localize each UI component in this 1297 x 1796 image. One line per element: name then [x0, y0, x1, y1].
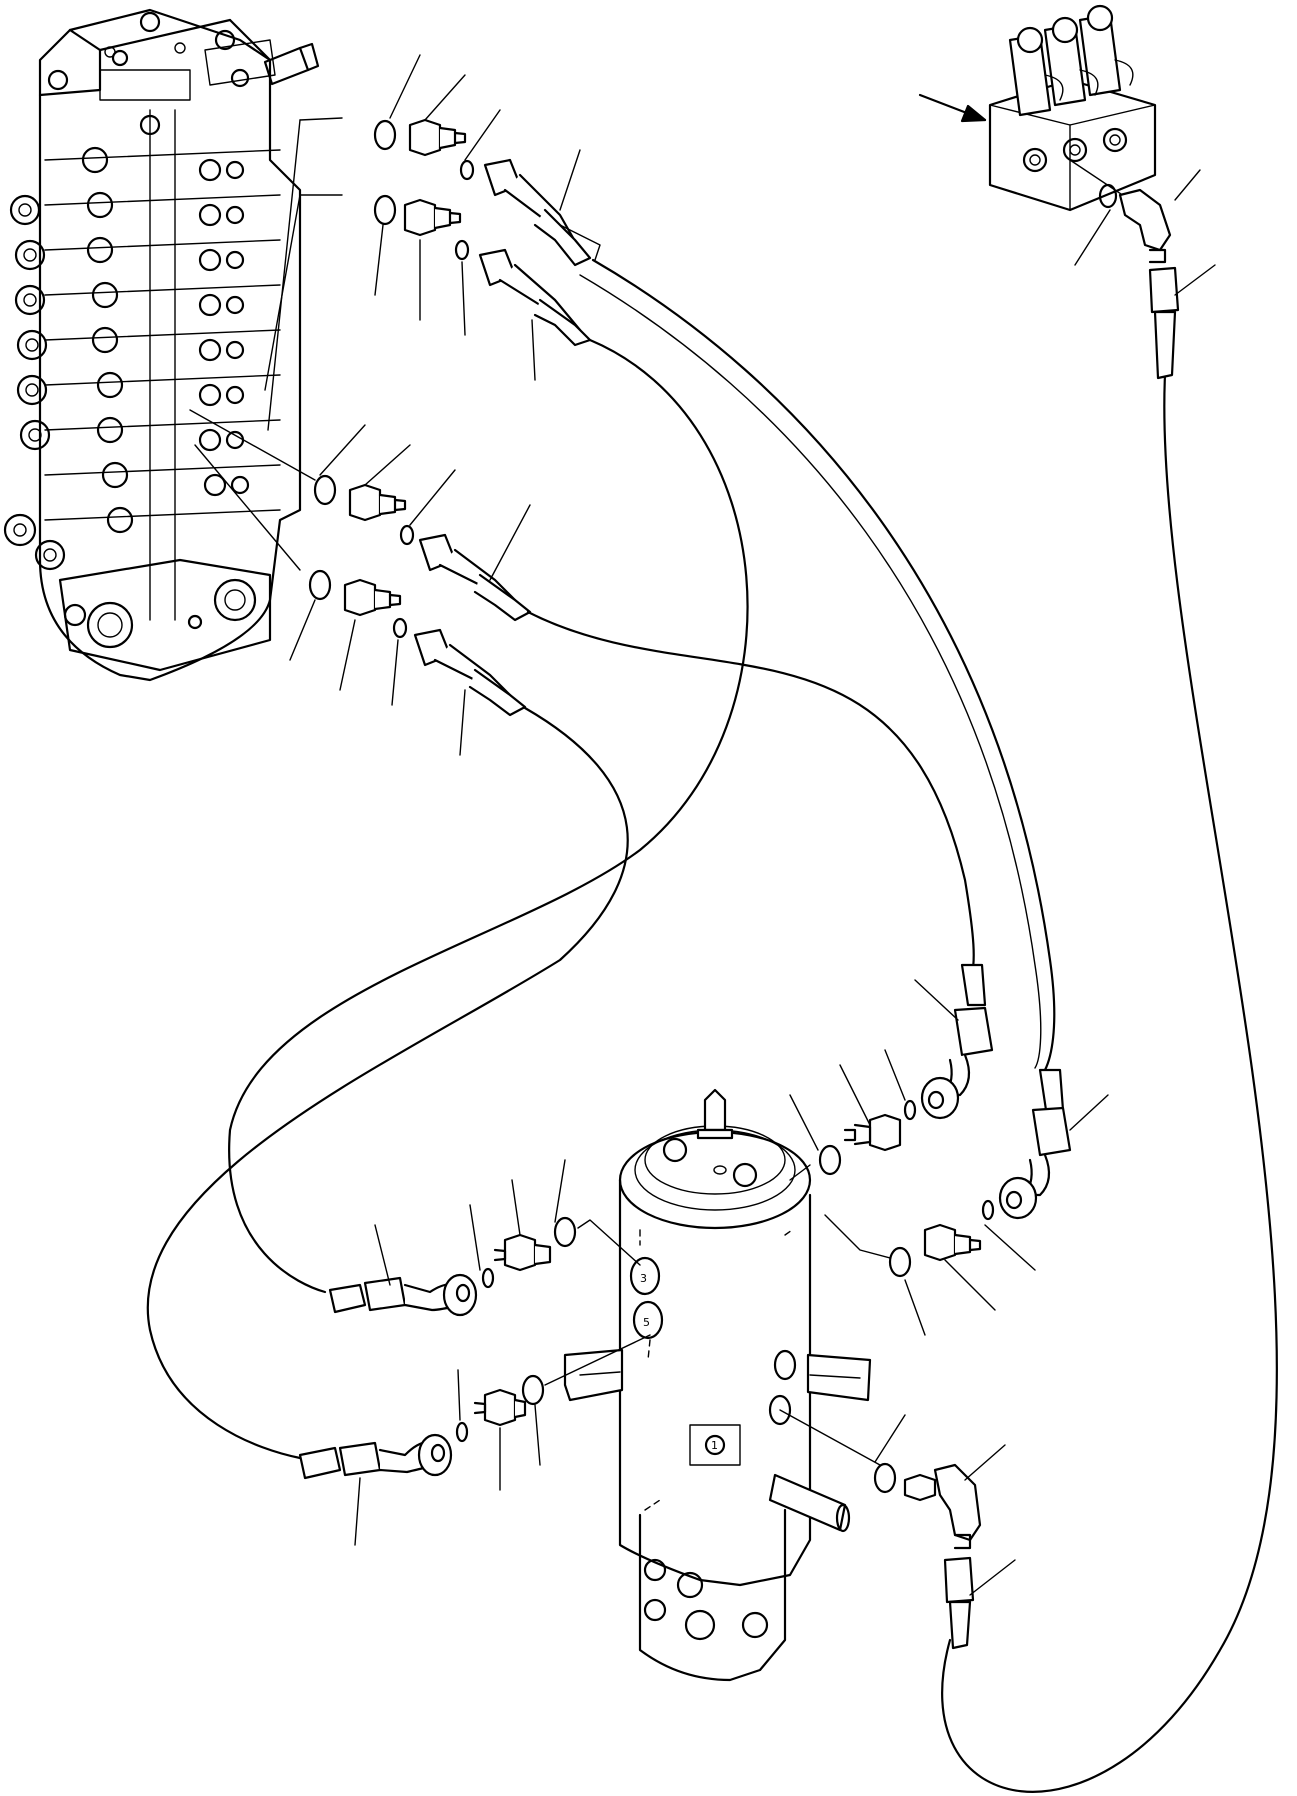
fitting-group-4 [308, 569, 527, 717]
hose-fitting [328, 1273, 478, 1317]
adapter [493, 1233, 552, 1272]
hose-a-edge [579, 274, 1042, 1069]
swivel-port-3 [629, 1256, 661, 1296]
adapter [408, 118, 467, 157]
swivel-joint: 3 5 1 [563, 1088, 872, 1682]
fitting-leaders-upper [289, 54, 581, 756]
valve-end-cover [58, 558, 272, 672]
o-ring [455, 1421, 469, 1443]
port-marking-5: 5 [643, 1316, 650, 1329]
o-ring [873, 1462, 897, 1494]
elbow-fitting [903, 1463, 982, 1550]
solenoid-coils [1008, 4, 1134, 117]
o-ring [399, 524, 415, 546]
straight-hose-fitting [1148, 266, 1180, 380]
o-ring [373, 194, 397, 226]
swivel-port-1 [704, 1434, 726, 1456]
valve-stack-sections [44, 109, 281, 621]
adapter [473, 1388, 527, 1427]
elbow-fitting [1118, 188, 1172, 264]
fitting-leaders-right [789, 979, 1109, 1336]
adapter [843, 1113, 902, 1152]
o-ring [981, 1199, 995, 1221]
o-ring [888, 1246, 912, 1278]
port-marking-1: 1 [711, 1439, 718, 1452]
o-ring [454, 239, 470, 261]
adapter [348, 483, 407, 522]
adapter [923, 1223, 982, 1262]
control-valve [3, 8, 320, 682]
fitting-group-3 [313, 474, 532, 622]
valve-bolts [47, 11, 250, 136]
o-ring [373, 119, 397, 151]
hose-fitting [998, 1068, 1072, 1220]
straight-hose-fitting [943, 1556, 975, 1650]
adapter [403, 198, 462, 237]
spool-caps [3, 146, 250, 571]
o-ring [818, 1144, 842, 1176]
adapter [343, 578, 402, 617]
o-ring [459, 159, 475, 181]
o-ring [553, 1216, 577, 1248]
o-ring [1098, 183, 1118, 209]
hose-d [146, 706, 629, 1460]
hose-a [591, 258, 1056, 1072]
hose-fitting [483, 158, 601, 267]
hose-fitting [418, 533, 532, 622]
hose-fitting [478, 248, 592, 347]
port-leader-lines [189, 117, 343, 571]
solenoid-valve [918, 4, 1216, 380]
hose-fitting [413, 628, 527, 717]
fitting-group-8 [298, 1334, 651, 1480]
hose-c [526, 610, 975, 977]
fitting-leaders-left [354, 1159, 566, 1546]
hose-fitting [298, 1433, 453, 1480]
swivel-port-5 [632, 1300, 664, 1340]
relief-valve [263, 42, 320, 86]
o-ring [481, 1267, 495, 1289]
fitting-group-2 [373, 194, 592, 347]
hose-b [228, 338, 749, 1294]
hose-fitting [920, 963, 994, 1120]
o-ring [903, 1099, 917, 1121]
hoses [146, 258, 1278, 1793]
o-ring [313, 474, 337, 506]
hose-e [941, 373, 1278, 1793]
o-ring [308, 569, 332, 601]
o-ring [392, 617, 408, 639]
fitting-group-6 [824, 1068, 1072, 1278]
fitting-group-5 [789, 963, 994, 1181]
port-marking-3: 3 [640, 1272, 647, 1285]
o-ring [521, 1374, 545, 1406]
fitting-group-7 [328, 1216, 641, 1317]
fitting-group-9 [779, 1409, 1016, 1650]
